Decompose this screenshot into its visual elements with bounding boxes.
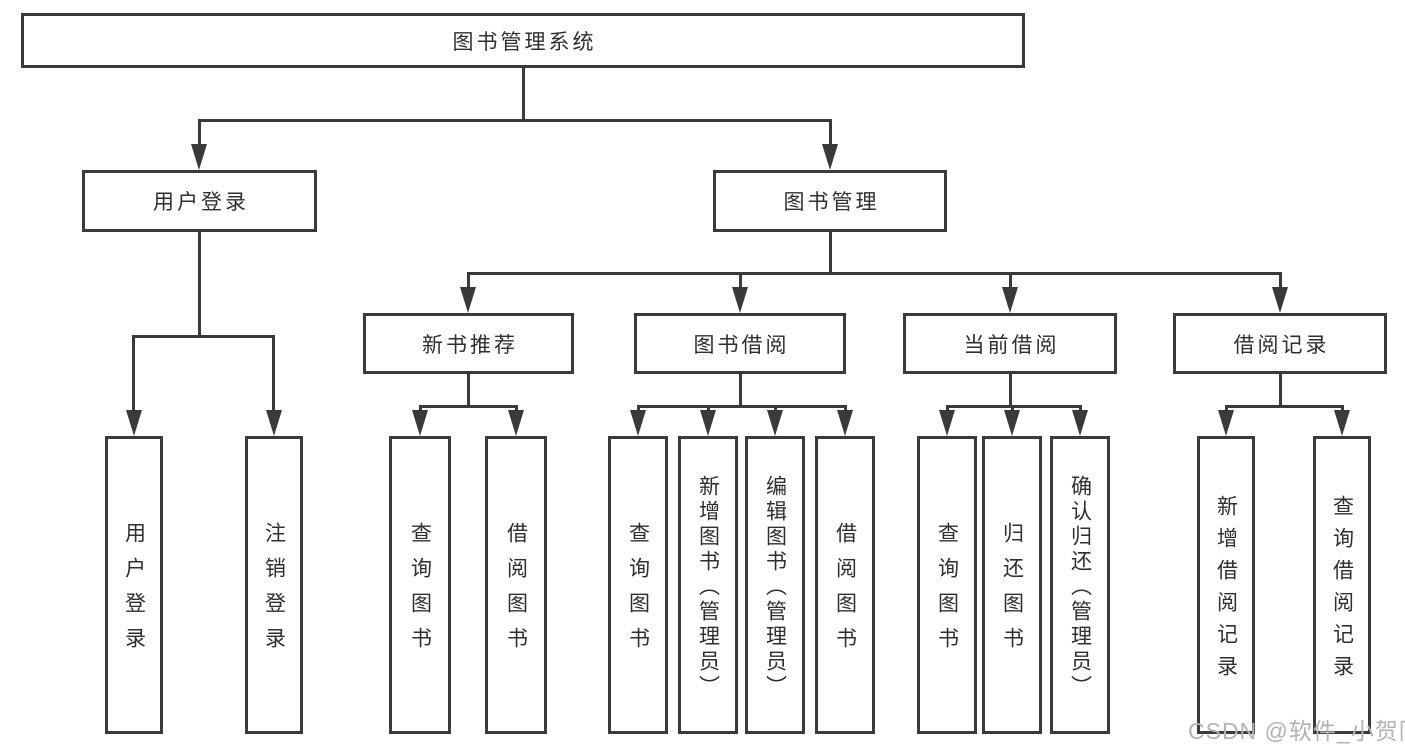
leaf-borrow-book-recommend: 借阅图书 [485, 436, 547, 734]
connector-drop-leaf-logout [272, 335, 275, 412]
connector-book-management-stub [828, 232, 832, 275]
connector-user-login-stub [197, 232, 201, 338]
node-label: 查询借阅记录 [1330, 494, 1354, 687]
node-label: 查询图书 [626, 522, 650, 662]
connector-drop [843, 405, 847, 413]
connector-drop-book-borrow [738, 272, 742, 289]
connector-drop [514, 405, 518, 413]
arrowhead-book-borrow [732, 287, 748, 313]
arrowhead-leaf [1072, 410, 1088, 436]
node-book-borrow: 图书借阅 [634, 313, 846, 374]
arrowhead-leaf [630, 410, 646, 436]
arrowhead-leaf [1218, 410, 1234, 436]
connector-drop-new-book [466, 272, 470, 289]
arrowhead-leaf [1004, 410, 1020, 436]
connector-current-borrow-branch [945, 405, 1082, 408]
node-borrow-record: 借阅记录 [1173, 313, 1387, 374]
node-label: 图书管理 [783, 191, 880, 214]
connector-drop [1224, 405, 1228, 413]
connector-drop [636, 405, 640, 413]
node-label: 新增图书（管理员） [696, 474, 720, 700]
connector-new-book-branch [418, 405, 518, 408]
arrowhead-user-login [191, 144, 207, 170]
connector-new-book-stub [466, 374, 470, 408]
node-label: 归还图书 [1000, 522, 1024, 662]
arrowhead-new-book [460, 287, 476, 313]
arrowhead-leaf [1334, 410, 1350, 436]
connector-borrow-record-branch [1224, 405, 1344, 408]
arrowhead-book-management [822, 144, 838, 170]
connector-drop [945, 405, 949, 413]
connector-level3-branch [466, 272, 1282, 275]
connector-book-borrow-branch [636, 405, 847, 408]
node-label: 图书管理系统 [452, 30, 597, 54]
node-label: 注销登录 [262, 522, 286, 662]
leaf-query-book-borrow: 查询图书 [608, 436, 668, 734]
node-label: 确认归还（管理员） [1068, 474, 1092, 700]
leaf-query-book-current: 查询图书 [917, 436, 977, 734]
connector-drop [1010, 405, 1014, 413]
leaf-return-book: 归还图书 [982, 436, 1042, 734]
connector-book-borrow-stub [738, 374, 742, 408]
node-book-management: 图书管理 [713, 170, 947, 232]
connector-borrow-record-stub [1278, 374, 1282, 408]
node-label: 查询图书 [935, 522, 959, 662]
connector-drop-leaf-user-login [132, 335, 135, 412]
node-new-book-recommend: 新书推荐 [363, 313, 574, 374]
arrowhead-leaf-user-login [125, 410, 142, 436]
arrowhead-leaf-logout [265, 410, 282, 436]
connector-root-stub [521, 68, 525, 121]
connector-drop-current-borrow [1008, 272, 1012, 289]
arrowhead-borrow-record [1272, 287, 1288, 313]
node-label: 查询图书 [408, 522, 432, 662]
node-label: 用户登录 [122, 522, 146, 662]
connector-drop [773, 405, 777, 413]
connector-current-borrow-stub [1008, 374, 1012, 408]
connector-user-login-branch [132, 335, 275, 338]
node-label: 新增借阅记录 [1214, 494, 1238, 687]
connector-drop-borrow-record [1278, 272, 1282, 289]
node-label: 当前借阅 [963, 333, 1060, 357]
leaf-add-book-admin: 新增图书（管理员） [678, 436, 738, 734]
node-label: 借阅图书 [504, 522, 528, 662]
node-label: 新书推荐 [422, 333, 518, 357]
connector-level2-branch [197, 119, 832, 122]
leaf-user-login: 用户登录 [105, 436, 163, 734]
node-label: 借阅图书 [833, 522, 857, 662]
arrowhead-leaf [939, 410, 955, 436]
node-label: 用户登录 [153, 191, 249, 214]
leaf-logout-login: 注销登录 [245, 436, 303, 734]
node-label: 借阅记录 [1233, 333, 1330, 357]
connector-drop [706, 405, 710, 413]
leaf-query-book-recommend: 查询图书 [389, 436, 451, 734]
node-label: 图书借阅 [693, 333, 790, 357]
arrowhead-leaf [767, 410, 783, 436]
connector-drop [1340, 405, 1344, 413]
connector-drop [1078, 405, 1082, 413]
connector-drop-book-management [828, 119, 832, 146]
node-label: 编辑图书（管理员） [763, 474, 787, 700]
arrowhead-leaf [700, 410, 716, 436]
arrowhead-current-borrow [1002, 287, 1018, 313]
node-current-borrow: 当前借阅 [903, 313, 1117, 374]
leaf-confirm-return-admin: 确认归还（管理员） [1050, 436, 1110, 734]
node-user-login: 用户登录 [82, 170, 317, 232]
arrowhead-leaf [837, 410, 853, 436]
node-library-management-system: 图书管理系统 [21, 13, 1025, 68]
connector-drop-user-login [197, 119, 201, 146]
csdn-watermark: CSDN @软件_小贺同学 [1188, 718, 1405, 744]
leaf-add-borrow-record: 新增借阅记录 [1197, 436, 1255, 734]
leaf-edit-book-admin: 编辑图书（管理员） [745, 436, 805, 734]
connector-drop [418, 405, 422, 413]
arrowhead-leaf [508, 410, 524, 436]
leaf-query-borrow-record: 查询借阅记录 [1313, 436, 1371, 734]
arrowhead-leaf [412, 410, 428, 436]
leaf-borrow-book: 借阅图书 [815, 436, 875, 734]
